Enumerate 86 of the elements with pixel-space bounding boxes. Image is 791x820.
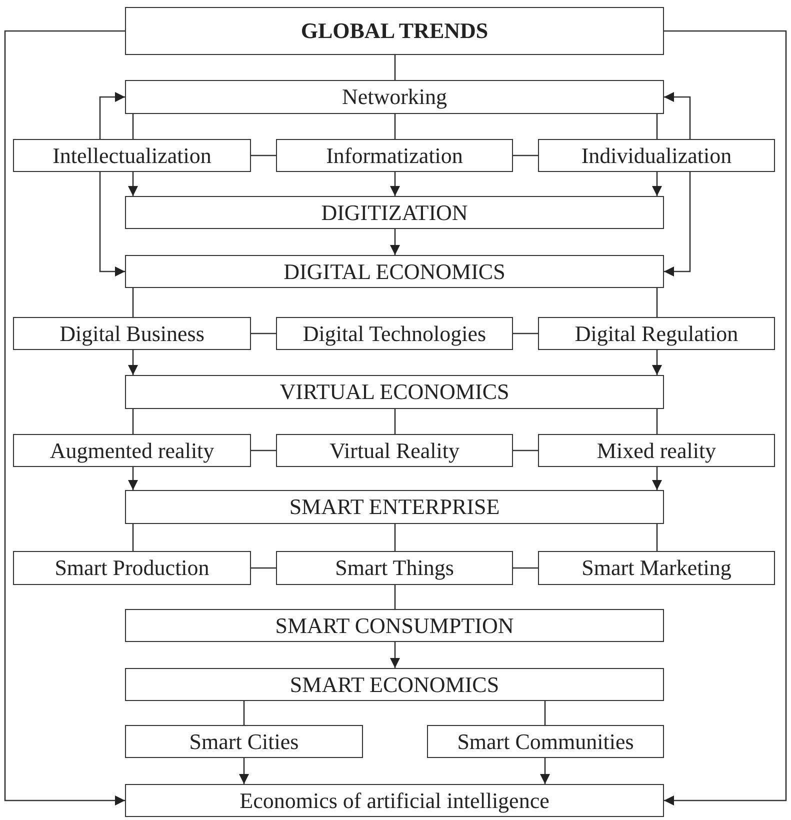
process-box xyxy=(125,609,664,642)
arrow xyxy=(128,350,138,375)
connector-line xyxy=(394,114,396,139)
process-box xyxy=(538,551,775,585)
process-box xyxy=(125,375,664,409)
connector-line xyxy=(251,154,276,156)
connector-line xyxy=(513,450,538,452)
process-box xyxy=(276,139,513,172)
box-label: Informatization xyxy=(326,144,463,166)
process-box xyxy=(125,255,664,288)
arrow xyxy=(390,229,400,255)
arrow xyxy=(652,350,662,375)
box-label: Augmented reality xyxy=(50,440,214,462)
process-box xyxy=(13,317,251,350)
process-box xyxy=(13,551,251,585)
process-box xyxy=(538,139,775,172)
connector-line xyxy=(513,567,538,569)
arrow xyxy=(664,30,787,806)
process-box xyxy=(125,80,664,114)
process-box xyxy=(538,317,775,350)
box-label: Digital Technologies xyxy=(302,322,486,344)
box-label: DIGITAL ECONOMICS xyxy=(284,260,506,282)
box-label: DIGITIZATION xyxy=(321,202,468,224)
process-box xyxy=(538,434,775,467)
connector-line xyxy=(513,332,538,334)
box-label: Smart Communities xyxy=(457,730,634,752)
arrow xyxy=(652,172,662,196)
box-label: Economics of artificial intelligence xyxy=(240,790,550,812)
arrow xyxy=(664,172,691,276)
box-label: Smart Production xyxy=(54,557,210,579)
process-box xyxy=(427,725,664,758)
connector-line xyxy=(394,524,396,551)
connector-line xyxy=(132,524,134,551)
arrow xyxy=(4,30,125,806)
connector-line xyxy=(394,55,396,80)
connector-line xyxy=(544,701,546,725)
box-label: Intellectualization xyxy=(52,144,212,166)
process-box xyxy=(125,784,664,817)
connector-line xyxy=(251,450,276,452)
arrow xyxy=(664,92,691,139)
box-label: SMART ECONOMICS xyxy=(290,674,500,696)
box-label: VIRTUAL ECONOMICS xyxy=(280,381,510,403)
process-box xyxy=(125,490,664,524)
process-box xyxy=(13,139,251,172)
connector-line xyxy=(132,409,134,434)
box-label: Digital Business xyxy=(60,322,204,344)
arrow xyxy=(390,172,400,196)
arrow xyxy=(540,758,550,784)
box-label: Mixed reality xyxy=(596,440,716,462)
connector-line xyxy=(132,288,134,317)
connector-line xyxy=(513,154,538,156)
connector-line xyxy=(656,524,658,551)
arrow xyxy=(239,758,249,784)
process-box xyxy=(125,7,664,55)
arrow xyxy=(390,642,400,668)
box-label: Smart Marketing xyxy=(582,557,732,579)
box-label: Individualization xyxy=(581,144,732,166)
arrow xyxy=(128,172,138,196)
arrow xyxy=(128,467,138,490)
box-label: Networking xyxy=(342,86,448,108)
arrow xyxy=(99,172,125,276)
connector-line xyxy=(243,701,245,725)
process-box xyxy=(13,434,251,467)
process-box xyxy=(276,551,513,585)
box-label: Virtual Reality xyxy=(329,440,460,462)
process-box xyxy=(125,725,363,758)
process-box xyxy=(276,317,513,350)
process-box xyxy=(125,668,664,701)
process-box xyxy=(276,434,513,467)
box-label: GLOBAL TRENDS xyxy=(300,20,488,42)
connector-line xyxy=(251,332,276,334)
connector-line xyxy=(132,114,134,139)
connector-line xyxy=(394,585,396,609)
arrow xyxy=(652,467,662,490)
connector-line xyxy=(251,567,276,569)
connector-line xyxy=(656,288,658,317)
process-box xyxy=(125,196,664,229)
box-label: SMART CONSUMPTION xyxy=(275,614,514,636)
connector-line xyxy=(656,114,658,139)
box-label: Digital Regulation xyxy=(574,322,738,344)
box-label: SMART ENTERPRISE xyxy=(289,496,500,518)
connector-line xyxy=(394,409,396,434)
box-label: Smart Things xyxy=(335,557,454,579)
box-label: Smart Cities xyxy=(189,730,299,752)
connector-line xyxy=(656,409,658,434)
arrow xyxy=(99,92,125,139)
